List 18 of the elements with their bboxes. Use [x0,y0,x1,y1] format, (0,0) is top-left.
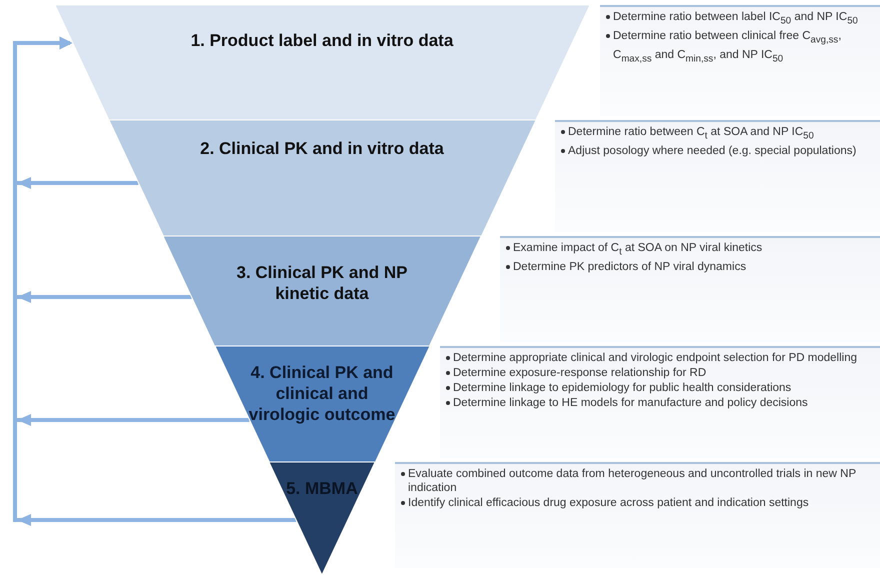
band-heading: 2. Clinical PK and in vitro data [199,138,445,159]
feedback-arrow [13,36,296,526]
bullet-item: Determine ratio between C$_{t}$ at SOA and NP IC$_{50}$ [568,125,814,144]
bullet-item: Determine exposure-response relationship for RD [453,366,706,380]
bullet-item: Adjust posology where needed (e.g. special populations) [568,144,856,158]
bullet-item: Determine linkage to epidemiology for public health considerations [453,381,792,395]
bullet-item: Determine appropriate clinical and virologic endpoint selection for PD modelling [453,351,857,365]
bullet-item: Determine PK predictors of NP viral dynamics [513,260,746,274]
band-heading: 4. Clinical PK and clinical and virologic outcome [248,362,396,425]
bullet-item: Examine impact of C$_{t}$ at SOA on NP viral kinetics [513,241,762,260]
bullet-item: Determine ratio between clinical free C$_{avg,ss}$, C$_{max,ss}$ and C$_{min,ss}$, and NP IC$_{50}$ [613,29,842,66]
band-heading: 1. Product label and in vitro data [190,30,454,51]
bullet-item: Determine ratio between label IC$_{50}$ and NP IC$_{50}$ [613,10,858,28]
bullet-item: Identify clinical efficacious drug exposure across patient and indication settings [408,496,809,510]
bullet-item: Evaluate combined outcome data from heterogeneous and uncontrolled trials in new NP indication [408,467,857,495]
bullet-item: Determine linkage to HE models for manufacture and policy decisions [453,396,808,410]
band-heading: 3. Clinical PK and NP kinetic data [235,262,408,304]
band-heading: 5. MBMA [285,478,359,499]
